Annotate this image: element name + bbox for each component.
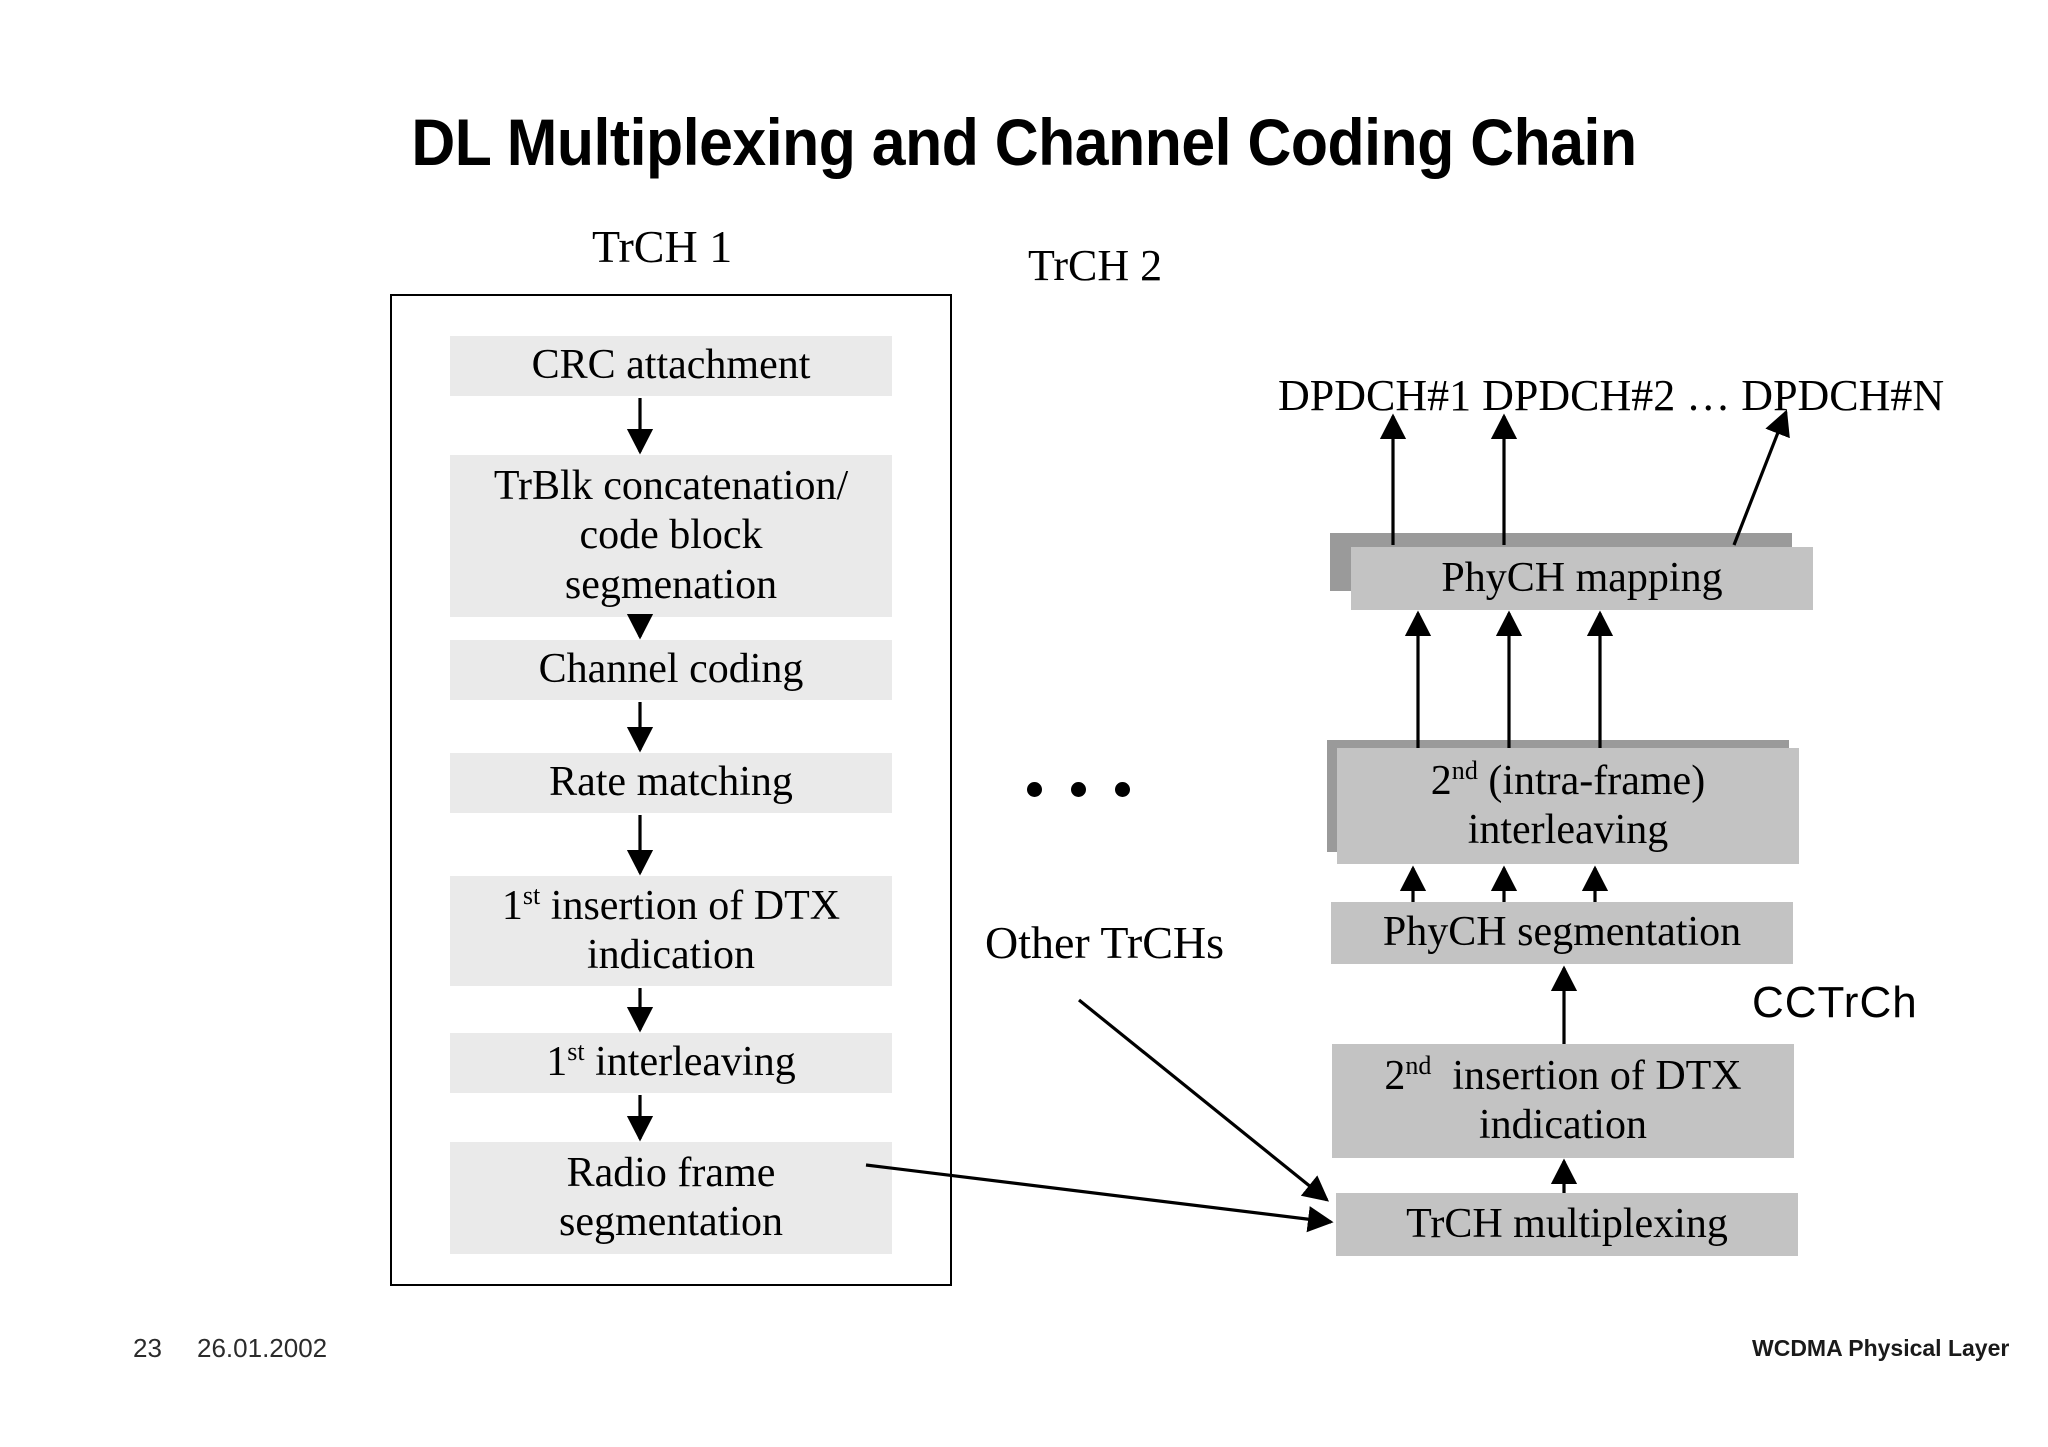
box-trblk-concatenation[interactable]: TrBlk concatenation/ code block segmenat… [450, 455, 892, 617]
first-dtx-line1: insertion of DTX [540, 882, 841, 929]
second-dtx-line2: indication [1479, 1102, 1647, 1148]
radio-frame-line1: Radio frame [566, 1149, 776, 1196]
ellipsis-dot-2 [1071, 782, 1086, 797]
box-channel-coding[interactable]: Channel coding [450, 640, 892, 700]
radio-frame-line2: segmentation [559, 1199, 783, 1245]
first-dtx-ordinal: 1 [501, 882, 523, 929]
trblk-line2: code block [579, 512, 763, 559]
box-phych-segmentation-label: PhyCH segmentation [1382, 909, 1742, 956]
box-crc-attachment-label: CRC attachment [531, 342, 811, 389]
footer-right-text: WCDMA Physical Layer [1752, 1335, 2010, 1361]
page-title: DL Multiplexing and Channel Coding Chain [411, 105, 1637, 179]
box-phych-mapping-label: PhyCH mapping [1441, 554, 1723, 601]
first-interleaving-ordinal: 1 [546, 1039, 568, 1086]
arrow-phychmapping-to-dpdchN [1732, 409, 1790, 546]
ellipsis-dot-1 [1027, 782, 1042, 797]
box-first-dtx-insertion-label: 1st insertion of DTX indication [502, 882, 840, 980]
trblk-line3: segmenation [564, 561, 778, 608]
second-dtx-ordinal-suffix: nd [1405, 1050, 1432, 1080]
arrow-othertrchs-to-trchmux [1077, 998, 1329, 1202]
footer-date: 26.01.2002 [197, 1333, 328, 1363]
box-crc-attachment[interactable]: CRC attachment [450, 336, 892, 396]
cctrch-label: CCTrCh [1752, 978, 1918, 1027]
first-dtx-ordinal-suffix: st [522, 880, 541, 910]
box-first-interleaving-label: 1st interleaving [546, 1038, 795, 1087]
box-phych-mapping[interactable]: PhyCH mapping [1351, 547, 1813, 610]
box-second-dtx-insertion-label: 2nd insertion of DTX indication [1384, 1052, 1741, 1150]
second-interleaving-rest: (intra-frame) [1477, 757, 1706, 804]
box-second-interleaving-label: 2nd (intra-frame) interleaving [1431, 757, 1705, 855]
box-second-interleaving[interactable]: 2nd (intra-frame) interleaving [1337, 748, 1799, 864]
trch1-group-frame [390, 294, 952, 1286]
trch1-heading: TrCH 1 [592, 221, 733, 272]
ellipsis-dot-3 [1115, 782, 1130, 797]
trch2-heading: TrCH 2 [1028, 241, 1163, 290]
box-channel-coding-label: Channel coding [538, 646, 804, 693]
box-phych-segmentation[interactable]: PhyCH segmentation [1331, 902, 1793, 964]
box-trch-multiplexing[interactable]: TrCH multiplexing [1336, 1193, 1798, 1256]
second-dtx-ordinal: 2 [1384, 1052, 1406, 1099]
box-first-dtx-insertion[interactable]: 1st insertion of DTX indication [450, 876, 892, 986]
box-rate-matching[interactable]: Rate matching [450, 753, 892, 813]
box-trblk-concatenation-label: TrBlk concatenation/ code block segmenat… [494, 462, 848, 609]
footer-page-number: 23 [133, 1333, 162, 1363]
box-rate-matching-label: Rate matching [549, 759, 793, 806]
first-interleaving-rest: interleaving [584, 1039, 796, 1086]
trblk-line1: TrBlk concatenation/ [493, 463, 849, 510]
second-interleaving-ordinal-suffix: nd [1451, 755, 1478, 785]
second-interleaving-line2: interleaving [1467, 807, 1669, 853]
box-radio-frame-segmentation[interactable]: Radio frame segmentation [450, 1142, 892, 1254]
first-interleaving-ordinal-suffix: st [567, 1037, 585, 1067]
second-dtx-line1: insertion of DTX [1431, 1052, 1742, 1099]
box-radio-frame-segmentation-label: Radio frame segmentation [559, 1149, 783, 1247]
other-trchs-label: Other TrCHs [985, 917, 1225, 968]
box-trch-multiplexing-label: TrCH multiplexing [1406, 1200, 1728, 1247]
box-first-interleaving[interactable]: 1st interleaving [450, 1033, 892, 1093]
dpdch-outputs-label: DPDCH#1 DPDCH#2 … DPDCH#N [1278, 371, 1945, 420]
second-interleaving-ordinal: 2 [1430, 757, 1452, 804]
first-dtx-line2: indication [587, 932, 755, 978]
box-second-dtx-insertion[interactable]: 2nd insertion of DTX indication [1332, 1044, 1794, 1158]
